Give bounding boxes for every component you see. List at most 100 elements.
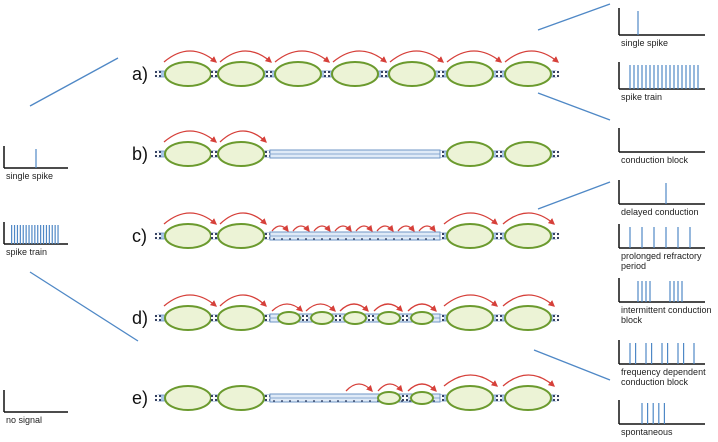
- conduction-arrow: [332, 50, 388, 63]
- node-dot: [154, 318, 158, 322]
- sodium-channel: [329, 400, 331, 402]
- node-of-ranvier: [155, 233, 161, 239]
- node-dot: [214, 74, 218, 78]
- sodium-channel: [433, 238, 435, 240]
- panel-delayed-conduction: delayed conduction: [618, 180, 705, 217]
- myelin-sheath: [410, 391, 434, 405]
- node-dot: [437, 74, 441, 78]
- node-of-ranvier: [438, 233, 444, 239]
- panel-caption: no signal: [6, 415, 42, 425]
- node-dot: [552, 314, 556, 318]
- panel-conduction-block: conduction block: [618, 128, 705, 165]
- node-dot: [552, 398, 556, 402]
- conduction-arrow: [502, 374, 555, 387]
- node-dot: [264, 150, 268, 154]
- conduction-arrow: [219, 130, 267, 143]
- myelin-sheath: [388, 61, 436, 87]
- myelin-sheath: [217, 223, 265, 249]
- sodium-channel: [353, 400, 355, 402]
- node-dot: [327, 70, 331, 74]
- myelin-sheath: [217, 141, 265, 167]
- sodium-channel: [345, 238, 347, 240]
- node-of-ranvier: [211, 151, 217, 157]
- sodium-channel: [361, 238, 363, 240]
- node-dot: [367, 314, 371, 318]
- conduction-arrow: [504, 50, 560, 63]
- sodium-channel: [297, 238, 299, 240]
- node-dot: [556, 70, 560, 74]
- conduction-arrow: [274, 50, 331, 63]
- node-of-ranvier: [553, 233, 559, 239]
- node-dot: [334, 314, 338, 318]
- connector-line: [533, 349, 611, 381]
- node-dot: [495, 314, 499, 318]
- node-dot: [158, 150, 162, 154]
- conduction-arrow: [271, 303, 303, 312]
- node-of-ranvier: [496, 151, 502, 157]
- myelin-sheath: [164, 141, 212, 167]
- node-of-ranvier: [211, 71, 217, 77]
- conduction-arrow: [334, 224, 352, 233]
- sodium-channel: [369, 238, 371, 240]
- row-label: a): [132, 64, 148, 84]
- node-of-ranvier: [553, 151, 559, 157]
- node-of-ranvier: [438, 315, 444, 321]
- myelin-sheath: [446, 141, 494, 167]
- conduction-arrow: [271, 224, 289, 233]
- node-dot: [323, 70, 327, 74]
- node-of-ranvier: [381, 71, 387, 77]
- conduction-arrow: [397, 224, 415, 233]
- node-dot: [264, 318, 268, 322]
- conduction-arrow: [389, 50, 445, 63]
- sodium-channel: [337, 238, 339, 240]
- sodium-channel: [369, 400, 371, 402]
- node-of-ranvier: [553, 395, 559, 401]
- node-dot: [210, 74, 214, 78]
- conduction-arrow: [407, 383, 437, 392]
- myelin-sheath: [164, 385, 212, 411]
- node-dot: [552, 394, 556, 398]
- sodium-channel: [297, 400, 299, 402]
- node-dot: [441, 394, 445, 398]
- node-of-ranvier: [155, 71, 161, 77]
- conduction-arrow: [407, 303, 437, 312]
- node-dot: [380, 70, 384, 74]
- axon-row-b: b): [132, 130, 560, 167]
- node-dot: [154, 154, 158, 158]
- node-of-ranvier: [402, 395, 408, 401]
- node-dot: [495, 154, 499, 158]
- node-dot: [441, 74, 445, 78]
- node-dot: [305, 314, 309, 318]
- node-of-ranvier: [496, 395, 502, 401]
- node-dot: [334, 318, 338, 322]
- node-of-ranvier: [265, 151, 271, 157]
- node-dot: [154, 394, 158, 398]
- node-dot: [158, 398, 162, 402]
- conduction-arrow: [502, 212, 555, 225]
- node-dot: [154, 314, 158, 318]
- node-dot: [264, 154, 268, 158]
- row-label: b): [132, 144, 148, 164]
- panel-caption: spontaneous: [621, 427, 673, 437]
- conduction-arrow: [313, 224, 331, 233]
- conduction-arrow: [502, 294, 555, 307]
- node-dot: [499, 74, 503, 78]
- node-of-ranvier: [553, 71, 559, 77]
- sodium-channel: [305, 400, 307, 402]
- sodium-channel: [313, 400, 315, 402]
- sodium-channel: [273, 400, 275, 402]
- node-dot: [327, 74, 331, 78]
- axon-row-d: d): [132, 294, 560, 331]
- node-dot: [158, 314, 162, 318]
- conduction-arrow: [443, 374, 499, 387]
- node-of-ranvier: [335, 315, 341, 321]
- node-dot: [552, 236, 556, 240]
- conduction-arrow: [163, 294, 217, 307]
- conduction-arrow: [418, 224, 436, 233]
- node-of-ranvier: [211, 233, 217, 239]
- myelin-sheath: [504, 141, 552, 167]
- panel-caption: period: [621, 261, 646, 271]
